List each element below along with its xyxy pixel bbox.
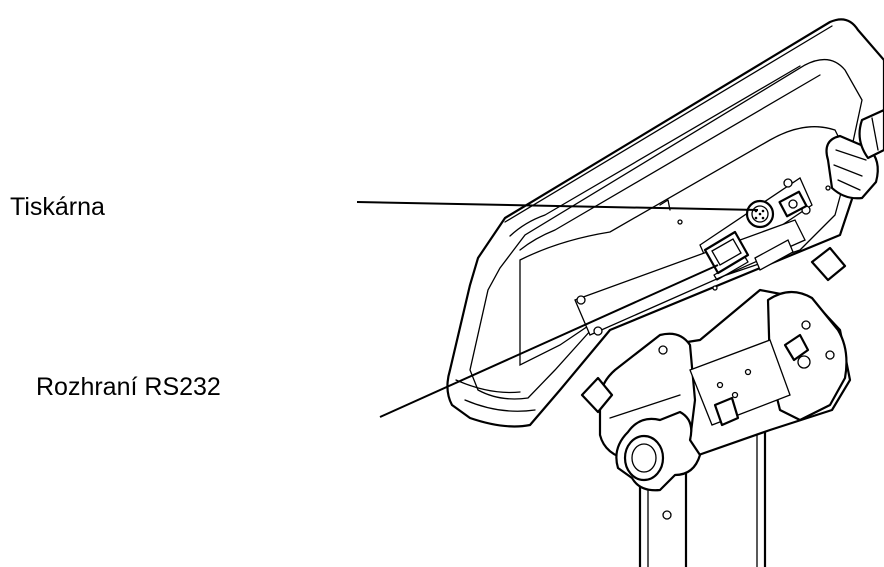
rs232-port	[703, 230, 750, 281]
screw-icon	[825, 350, 835, 360]
cable-gland	[825, 108, 884, 200]
nut-icon	[797, 355, 811, 369]
label-printer: Tiskárna	[10, 193, 105, 221]
power-socket	[778, 190, 808, 218]
display-housing	[446, 18, 884, 428]
screw-icon	[658, 345, 668, 355]
screw-icon	[801, 320, 811, 330]
label-plate	[754, 239, 794, 271]
leader-line-rs232	[379, 264, 719, 418]
leader-line-printer	[356, 201, 759, 211]
label-rs232-interface: Rozhraní RS232	[36, 373, 221, 401]
screw-icon	[783, 178, 793, 188]
printer-port	[745, 199, 775, 229]
screw-icon	[593, 326, 603, 336]
screw-icon	[576, 295, 586, 305]
tilt-knob	[615, 410, 702, 492]
